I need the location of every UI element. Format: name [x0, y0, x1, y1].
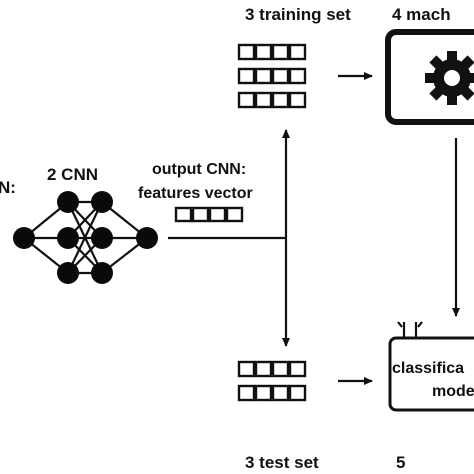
gear-icon: [425, 51, 474, 105]
test-set-grid: [237, 360, 307, 402]
cnn-network: [13, 191, 158, 284]
machine-learning-monitor: [385, 29, 474, 125]
training-set-label: 3 training set: [245, 5, 351, 24]
feature-cell: [174, 206, 193, 223]
training-cell: [254, 43, 273, 61]
test-cell: [271, 384, 290, 402]
cnn-input-label: N:: [0, 178, 16, 197]
classification-model: classifica mode: [388, 321, 474, 412]
training-cell: [271, 43, 290, 61]
output-cnn-label: output CNN:: [152, 161, 246, 178]
model-number-label: 5: [396, 453, 405, 472]
test-cell: [288, 384, 307, 402]
classification-label: classifica: [392, 360, 464, 377]
model-box: [388, 336, 474, 412]
test-set-label: 3 test set: [245, 453, 319, 472]
feature-cell: [208, 206, 227, 223]
feature-cell: [225, 206, 244, 223]
cnn-input-node: [13, 227, 35, 249]
model-antenna: [397, 321, 423, 338]
cnn-label: 2 CNN: [47, 165, 98, 184]
machine-learning-label: 4 mach: [392, 5, 451, 24]
training-cell: [237, 67, 256, 85]
training-set-grid: [237, 43, 307, 109]
cnn-hidden-node: [91, 262, 113, 284]
training-cell: [271, 91, 290, 109]
test-cell: [237, 384, 256, 402]
cnn-hidden-node: [91, 191, 113, 213]
training-cell: [237, 91, 256, 109]
training-cell: [237, 43, 256, 61]
cnn-hidden-node: [57, 191, 79, 213]
training-cell: [288, 67, 307, 85]
test-cell: [271, 360, 290, 378]
test-cell: [254, 360, 273, 378]
cnn-hidden-node: [57, 262, 79, 284]
model-label: mode: [432, 383, 474, 400]
cnn-hidden-node: [91, 227, 113, 249]
feature-cell: [191, 206, 210, 223]
test-cell: [237, 360, 256, 378]
cnn-output-node: [136, 227, 158, 249]
training-cell: [288, 91, 307, 109]
features-vector-label: features vector: [138, 185, 253, 202]
training-cell: [271, 67, 290, 85]
test-cell: [254, 384, 273, 402]
cnn-hidden-node: [57, 227, 79, 249]
test-cell: [288, 360, 307, 378]
training-cell: [288, 43, 307, 61]
features-vector: [174, 206, 244, 223]
training-cell: [254, 67, 273, 85]
training-cell: [254, 91, 273, 109]
